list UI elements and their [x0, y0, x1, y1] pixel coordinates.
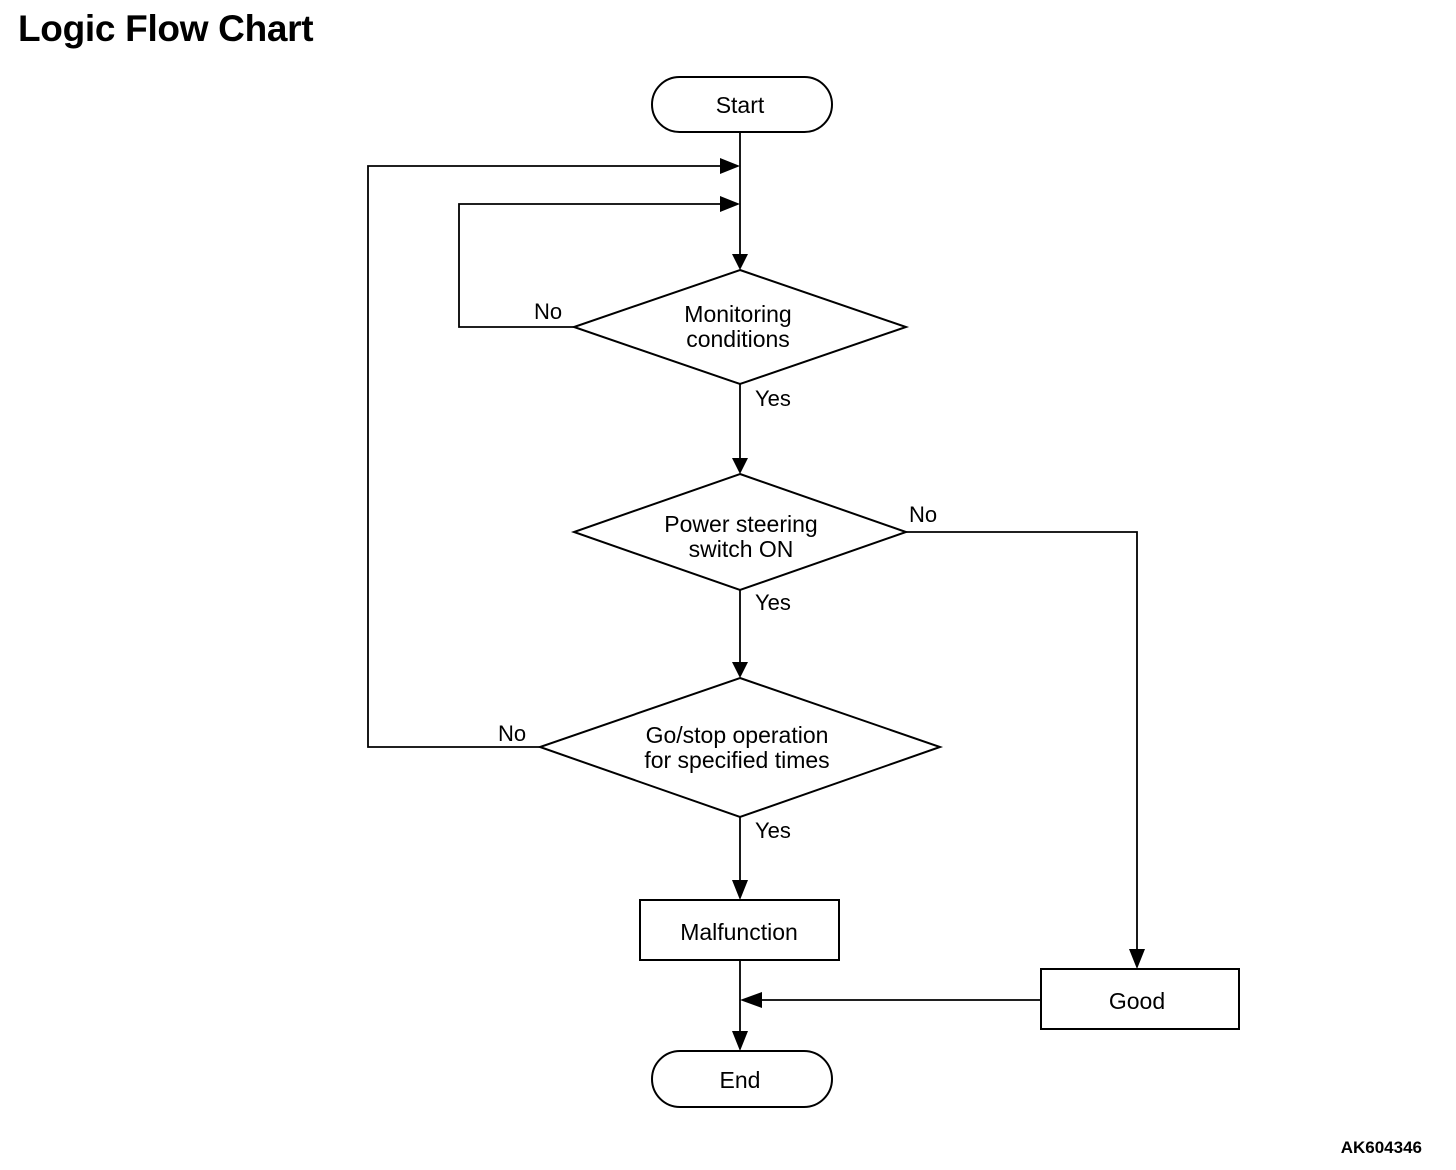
edge-label-go-stop-no: No [498, 721, 526, 746]
end-terminator [651, 1050, 833, 1108]
arrowhead-down-icon [1129, 949, 1145, 969]
monitoring-label-line1: Monitoring [684, 301, 791, 327]
arrowhead-right-icon [720, 158, 740, 174]
go-stop-label-line2: for specified times [644, 747, 829, 773]
arrowhead-down-icon [732, 1031, 748, 1051]
power-steering-label-line1: Power steering [664, 511, 817, 537]
good-box [1040, 968, 1240, 1030]
connector-go-stop-no-loop [367, 165, 724, 748]
arrowhead-down-icon [732, 458, 748, 474]
malfunction-box [639, 899, 840, 961]
good-label: Good [1109, 988, 1165, 1014]
arrowhead-down-icon [732, 254, 748, 270]
edge-label-monitoring-no: No [534, 299, 562, 324]
arrowhead-right-icon [720, 196, 740, 212]
edge-label-power-steering-yes: Yes [755, 590, 791, 615]
end-label: End [720, 1067, 761, 1093]
edge-label-go-stop-yes: Yes [755, 818, 791, 843]
edge-label-power-steering-no: No [909, 502, 937, 527]
arrowhead-down-icon [732, 880, 748, 900]
go-stop-decision [536, 676, 944, 819]
figure-id: AK604346 [1340, 1138, 1422, 1157]
power-steering-label-line2: switch ON [689, 536, 794, 562]
start-label: Start [716, 92, 765, 118]
connector-power-steering-no [906, 531, 1138, 953]
monitoring-decision [570, 268, 910, 386]
edge-label-monitoring-yes: Yes [755, 386, 791, 411]
malfunction-label: Malfunction [680, 919, 798, 945]
connector-monitoring-no-loop [458, 203, 724, 328]
power-steering-decision [570, 472, 910, 592]
start-terminator [651, 76, 833, 133]
arrowhead-down-icon [732, 662, 748, 678]
page-title: Logic Flow Chart [18, 8, 314, 49]
monitoring-label-line2: conditions [686, 326, 790, 352]
go-stop-label-line1: Go/stop operation [646, 722, 829, 748]
arrowhead-left-icon [740, 992, 762, 1008]
